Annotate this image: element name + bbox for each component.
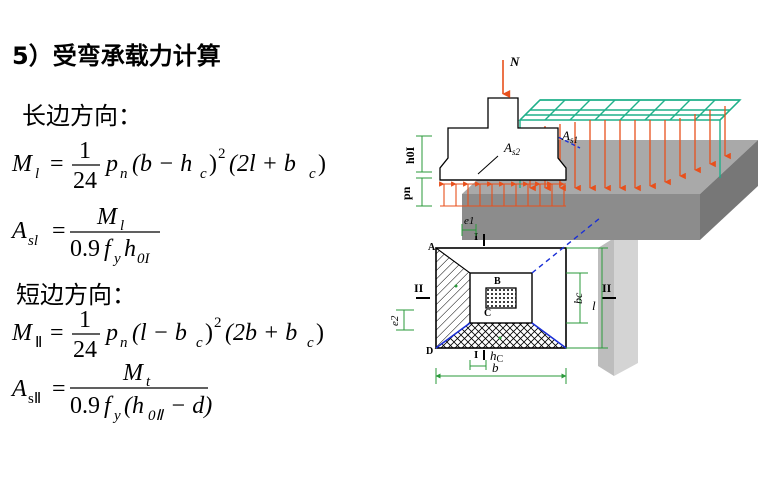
formulas: M l = 1 24 p n (b − h c ) 2 (2l + b c ) …: [10, 138, 326, 424]
label-l: l: [592, 298, 596, 313]
f1-paren1: (b − h: [132, 151, 192, 177]
f3-paren2-close: ): [316, 320, 324, 346]
label-bc: bc: [571, 292, 585, 304]
f1-p: p: [104, 151, 118, 177]
f4-den-tail: − d): [170, 393, 212, 419]
f4-den-coef: 0.9: [70, 393, 100, 419]
plan-view: [434, 217, 601, 349]
f2-lhs-sub: sl: [28, 233, 38, 249]
svg-text:=: =: [50, 320, 64, 346]
f3-paren1-sub: c: [196, 335, 203, 351]
section-markers: [416, 234, 616, 360]
label-h0i: h0I: [403, 146, 417, 164]
f2-den-f: f: [104, 236, 114, 262]
label-n: N: [509, 54, 520, 69]
label-b: B: [494, 276, 501, 287]
rebar-grid: [518, 99, 742, 188]
f3-lhs: M: [11, 320, 34, 346]
plan-dimensions: [396, 224, 608, 384]
f2-lhs: A: [10, 218, 27, 244]
f1-sq: 2: [218, 146, 226, 162]
section-title: 5）受弯承载力计算: [12, 42, 221, 70]
formula-steel-long: A sl = M l 0.9 f y h 0I: [10, 204, 160, 267]
base-pressure: [439, 181, 566, 207]
f4-den-paren: (h: [124, 393, 144, 419]
f3-paren1-close: ): [205, 320, 213, 346]
label-ii-left: II: [414, 281, 424, 295]
f4-den-f-sub: y: [112, 408, 121, 424]
formula-moment-long: M l = 1 24 p n (b − h c ) 2 (2l + b c ): [11, 138, 326, 194]
footing-diagram: As1 N As2: [389, 54, 758, 384]
svg-text:=: =: [52, 218, 66, 244]
f3-den: 24: [73, 337, 97, 363]
f4-den-f: f: [104, 393, 114, 419]
f2-num-sub: l: [120, 218, 124, 234]
label-pn: pn: [399, 186, 413, 200]
f4-num-sub: t: [146, 374, 151, 390]
label-i-bottom: I: [474, 349, 478, 361]
as2-leader: [477, 155, 499, 175]
f3-p-sub: n: [120, 335, 128, 351]
svg-text:=: =: [50, 151, 64, 177]
f3-p: p: [104, 320, 118, 346]
f1-paren1-close: ): [209, 151, 217, 177]
f2-den-f-sub: y: [112, 251, 121, 267]
f4-den-h-sub: 0Ⅱ: [148, 408, 165, 424]
f1-lhs: M: [11, 151, 34, 177]
label-ii-right: II: [602, 281, 612, 295]
svg-text:=: =: [52, 376, 66, 402]
f3-lhs-sub: Ⅱ: [35, 335, 42, 351]
support-wall: [598, 238, 638, 376]
f2-num: M: [96, 204, 119, 230]
label-e2: e2: [389, 315, 401, 326]
f1-paren1-sub: c: [200, 166, 207, 182]
label-e1: e1: [464, 215, 474, 227]
f1-paren2-sub: c: [309, 166, 316, 182]
f1-num: 1: [79, 138, 91, 164]
label-b-dim: b: [492, 360, 499, 375]
f3-sq: 2: [214, 315, 222, 331]
label-as1: As1: [561, 128, 578, 145]
section-dimensions: [416, 135, 432, 207]
label-c: C: [484, 308, 491, 319]
label-hc: hC: [490, 348, 504, 365]
f4-lhs: A: [10, 376, 27, 402]
f3-paren2: (2b + b: [225, 320, 297, 346]
f2-den-h: h: [124, 236, 136, 262]
f1-paren2: (2l + b: [229, 151, 296, 177]
f3-num: 1: [79, 307, 91, 333]
label-i-top: I: [474, 231, 478, 243]
f1-p-sub: n: [120, 166, 128, 182]
f4-num: M: [122, 360, 145, 386]
f3-paren2-sub: c: [307, 335, 314, 351]
label-as2: As2: [503, 140, 520, 157]
f4-lhs-sub: sⅡ: [28, 391, 41, 407]
heading-long-direction: 长边方向：: [22, 102, 142, 130]
f1-paren2-close: ): [318, 151, 326, 177]
formula-steel-short: A sⅡ = M t 0.9 f y (h 0Ⅱ − d): [10, 360, 212, 424]
heading-short-direction: 短边方向：: [16, 281, 136, 309]
label-a: A: [428, 242, 436, 253]
f1-lhs-sub: l: [35, 166, 39, 182]
label-d: D: [426, 346, 433, 357]
footing-section: [439, 97, 567, 181]
f3-paren1: (l − b: [132, 320, 187, 346]
f2-den-coef: 0.9: [70, 236, 100, 262]
formula-moment-short: M Ⅱ = 1 24 p n (l − b c ) 2 (2b + b c ): [11, 307, 324, 363]
f2-den-h-sub: 0I: [137, 251, 151, 267]
f1-den: 24: [73, 168, 97, 194]
